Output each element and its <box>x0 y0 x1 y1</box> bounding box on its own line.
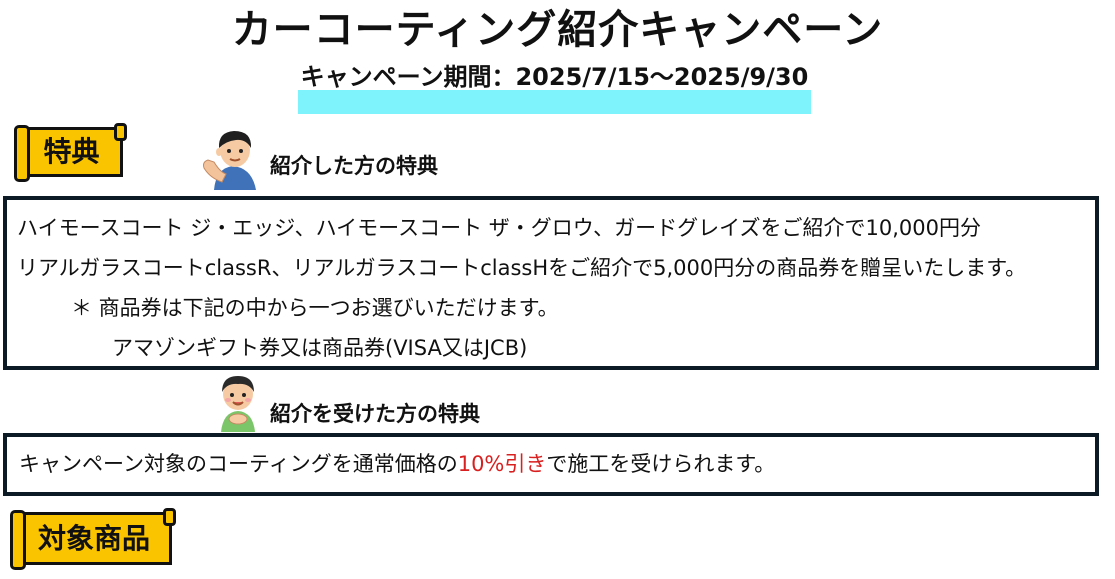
scroll-curl-icon <box>10 510 26 570</box>
referee-heading: 紹介を受けた方の特典 <box>270 402 480 426</box>
referrer-line-2: リアルガラスコートclassR、リアルガラスコートclassHをご紹介で5,00… <box>17 256 1027 280</box>
waving-man-icon <box>200 128 266 190</box>
referrer-heading: 紹介した方の特典 <box>270 154 438 178</box>
referee-benefit-text: キャンペーン対象のコーティングを通常価格の10%引きで施工を受けられます。 <box>19 437 1083 492</box>
target-products-label: 対象商品 <box>37 522 150 555</box>
scroll-curl-icon <box>114 123 127 141</box>
scroll-curl-icon <box>163 508 176 526</box>
gift-note: ＊ 商品券は下記の中から一つお選びいただけます。 <box>71 296 559 320</box>
campaign-period: キャンペーン期間：2025/7/15〜2025/9/30 <box>300 63 809 91</box>
gift-options: アマゾンギフト券又は商品券(VISA又はJCB) <box>112 336 528 360</box>
referee-benefit-box: キャンペーン対象のコーティングを通常価格の10%引きで施工を受けられます。 <box>3 433 1099 496</box>
period-highlight-band <box>298 90 811 114</box>
referee-text-before: キャンペーン対象のコーティングを通常価格の <box>19 452 458 476</box>
page-title: カーコーティング紹介キャンペーン <box>231 7 884 53</box>
referee-text-after: で施工を受けられます。 <box>546 452 776 476</box>
referrer-line-1: ハイモースコート ジ・エッジ、ハイモースコート ザ・グロウ、ガードグレイズをご紹… <box>17 216 981 240</box>
target-products-banner: 対象商品 <box>10 508 176 570</box>
discount-highlight: 10%引き <box>457 452 547 476</box>
referrer-benefit-box: ハイモースコート ジ・エッジ、ハイモースコート ザ・グロウ、ガードグレイズをご紹… <box>3 196 1099 370</box>
benefit-banner: 特典 <box>14 123 127 182</box>
benefit-banner-label: 特典 <box>43 135 100 168</box>
happy-child-icon <box>213 374 263 432</box>
scroll-curl-icon <box>14 125 30 182</box>
